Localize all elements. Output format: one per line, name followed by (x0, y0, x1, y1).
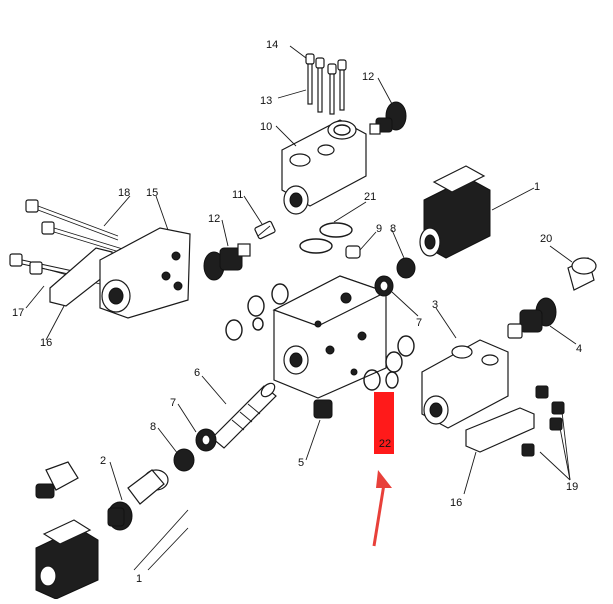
valve-block-10 (281, 119, 367, 215)
callouts: 14 13 12 10 1 18 15 11 21 12 9 8 20 17 1… (12, 39, 582, 585)
plug-12-left (203, 243, 251, 281)
callout-5: 5 (298, 457, 304, 469)
solenoid-1-bottom (35, 519, 99, 600)
callout-7-top: 7 (416, 317, 422, 329)
highlight-22: 22 (374, 392, 394, 454)
callout-15: 15 (146, 187, 158, 199)
callout-17: 17 (12, 307, 24, 319)
arrow-head (376, 470, 392, 488)
spring-8-bottom (173, 448, 195, 472)
callout-16-left: 16 (40, 337, 52, 349)
callout-11: 11 (232, 189, 243, 201)
bolt-group-13-14 (305, 53, 347, 115)
callout-10: 10 (260, 121, 272, 133)
callout-4: 4 (576, 343, 582, 355)
o-rings-22 (363, 335, 415, 391)
callout-13: 13 (260, 95, 272, 107)
callout-2: 2 (100, 455, 106, 467)
solenoid-1-top (419, 165, 491, 259)
washer-7-top (374, 275, 394, 297)
end-block-15 (99, 227, 191, 319)
cap-5 (313, 399, 333, 419)
callout-16-right: 16 (450, 497, 462, 509)
arrow-shaft (372, 483, 386, 547)
valve-2 (107, 469, 169, 531)
callout-8-top: 8 (390, 223, 396, 235)
o-rings-21 (299, 222, 353, 254)
spring-8-top (396, 257, 416, 279)
highlight-box (374, 392, 394, 454)
callout-7-bottom: 7 (170, 397, 176, 409)
connector-bottom (35, 461, 79, 499)
callout-1-bottom: 1 (136, 573, 142, 585)
callout-22: 22 (379, 438, 391, 450)
o-rings-left (225, 283, 289, 341)
callout-20: 20 (540, 233, 552, 245)
plug-4 (507, 297, 557, 339)
callout-12-left: 12 (208, 213, 220, 225)
red-arrow (372, 470, 392, 547)
callout-1-top: 1 (534, 181, 540, 193)
main-valve-body (272, 275, 388, 399)
plug-12-top (369, 101, 407, 135)
callout-9: 9 (376, 223, 382, 235)
callout-12-top: 12 (362, 71, 374, 83)
leader-lines (25, 45, 577, 571)
callout-8-bottom: 8 (150, 421, 156, 433)
callout-6: 6 (194, 367, 200, 379)
callout-19: 19 (566, 481, 578, 493)
nuts-19 (521, 385, 565, 457)
bracket-16-right (465, 407, 535, 453)
callout-21: 21 (364, 191, 376, 203)
spool-6 (211, 382, 277, 449)
callout-18: 18 (118, 187, 130, 199)
callout-3: 3 (432, 299, 438, 311)
cap-9 (345, 245, 361, 259)
cap-20 (567, 257, 597, 291)
fitting-11 (254, 220, 276, 240)
callout-14: 14 (266, 39, 278, 51)
valve-housing-3 (421, 339, 509, 429)
washer-7-bottom (195, 428, 217, 452)
